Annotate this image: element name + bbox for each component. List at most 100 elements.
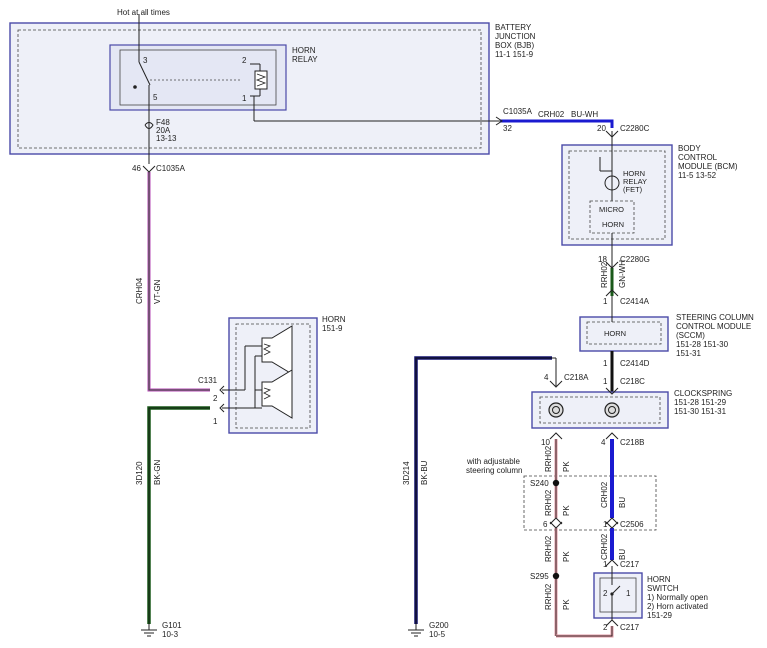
relay-pin-1: 1 — [242, 94, 247, 103]
c2506-right-name: C2506 — [620, 520, 644, 529]
horn-relay-label-1: HORN — [292, 46, 316, 55]
bcm-title-2: CONTROL — [678, 153, 718, 162]
wire-crh02-bu-b-circuit: CRH02 — [600, 533, 609, 560]
ground-g101-ref: 10-3 — [162, 630, 179, 639]
sccm-horn: HORN — [604, 329, 626, 338]
c1035a-right-circuit: CRH02 — [538, 110, 565, 119]
horn-switch-title-3: 1) Normally open — [647, 593, 708, 602]
bcm-title-3: MODULE (BCM) — [678, 162, 738, 171]
wire-rrh02-pk-a-circuit: RRH02 — [544, 445, 553, 472]
wire-rrh02-pk-c-circuit: RRH02 — [544, 535, 553, 562]
c218c-pin: 1 — [603, 377, 608, 386]
horn-relay-label-2: RELAY — [292, 55, 318, 64]
c218a-pin: 4 — [544, 373, 549, 382]
c2414d-name: C2414D — [620, 359, 650, 368]
adjustable-column-box — [523, 475, 657, 531]
bjb-title-4: 11-1 151-9 — [495, 50, 534, 59]
c131-pin1: 1 — [213, 417, 218, 426]
horn-switch-title-5: 151-29 — [647, 611, 672, 620]
wire-rrh02-pk-b-circuit: RRH02 — [544, 489, 553, 516]
relay-switch-contact — [133, 85, 137, 89]
c1035a-left-pin: 46 — [132, 164, 141, 173]
fuse-name: F48 — [156, 118, 170, 127]
c2280c-pin: 20 — [597, 124, 606, 133]
wire-3d120-color: BK-GN — [153, 459, 162, 485]
bjb-title-1: BATTERY — [495, 23, 532, 32]
horn-switch-pin1: 1 — [626, 589, 631, 598]
bjb-title-3: BOX (BJB) — [495, 41, 534, 50]
bjb-title-2: JUNCTION — [495, 32, 536, 41]
c2414d-pin: 1 — [603, 359, 608, 368]
c2280g-name: C2280G — [620, 255, 650, 264]
c131-name: C131 — [198, 376, 218, 385]
ground-g200-ref: 10-5 — [429, 630, 446, 639]
c2506-right-pin: 1 — [603, 520, 608, 529]
c2506-left-pin: 6 — [543, 520, 548, 529]
wire-crh04-vt-gn — [142, 165, 210, 392]
c131-pin2: 2 — [213, 394, 218, 403]
bcm-relay-2: RELAY — [623, 177, 647, 186]
bcm-title-1: BODY — [678, 144, 701, 153]
wire-crh04-color: VT-GN — [153, 279, 162, 304]
ground-g200-name: G200 — [429, 621, 449, 630]
c1035a-left-name: C1035A — [156, 164, 186, 173]
fet-symbol — [604, 175, 620, 191]
horn-switch-title-2: SWITCH — [647, 584, 679, 593]
horn-title-1: HORN — [322, 315, 346, 324]
relay-pin-3: 3 — [143, 56, 148, 65]
c218a-name: C218A — [564, 373, 589, 382]
c218b-right-name: C218B — [620, 438, 644, 447]
bcm-horn: HORN — [602, 220, 624, 229]
wire-rrh02-gnwh-circuit: RRH02 — [600, 261, 609, 288]
clockspring-title-2: 151-28 151-29 — [674, 398, 727, 407]
c2414a-pin: 1 — [603, 297, 608, 306]
c1035a-right-pin: 32 — [503, 124, 512, 133]
wire-crh04-circuit: CRH04 — [135, 277, 144, 304]
wire-3d214-bk-bu — [414, 356, 557, 624]
bcm-relay-1: HORN — [623, 169, 645, 178]
sccm-title-3: (SCCM) — [676, 331, 705, 340]
horn-switch-title-1: HORN — [647, 575, 671, 584]
splice-s295-dot — [552, 572, 560, 580]
c217-bottom-pin: 2 — [603, 623, 608, 632]
ground-g101-name: G101 — [162, 621, 182, 630]
fuse-ref: 13-13 — [156, 134, 177, 143]
clockspring — [531, 380, 669, 440]
c217-bottom-name: C217 — [620, 623, 640, 632]
adjustable-label-1: with adjustable — [466, 457, 520, 466]
wire-rrh02-gn-wh — [605, 261, 619, 297]
c218b-right-pin: 4 — [601, 438, 606, 447]
c217-top-name: C217 — [620, 560, 640, 569]
horn-component — [219, 317, 318, 434]
clockspring-title-3: 151-30 151-31 — [674, 407, 727, 416]
wire-3d120-bk-gn — [147, 406, 210, 624]
c2280g-pin: 18 — [598, 255, 607, 264]
ground-g101-symbol — [141, 624, 157, 637]
wire-crh02-bu-a-circuit: CRH02 — [600, 481, 609, 508]
splice-s240-dot — [552, 479, 560, 487]
wire-rrh02-pk-d-circuit: RRH02 — [544, 583, 553, 610]
horn-switch-title-4: 2) Horn activated — [647, 602, 708, 611]
wire-3d214-color: BK-BU — [420, 460, 429, 485]
horn-switch — [593, 566, 643, 627]
sccm-title-5: 151-31 — [676, 349, 701, 358]
wire-crh02-bu-wh — [495, 116, 614, 128]
splice-s240: S240 — [530, 479, 549, 488]
relay-pin-5: 5 — [153, 93, 158, 102]
wire-rrh02-gnwh-color: GN-WH — [618, 260, 627, 288]
ground-g200-symbol — [408, 624, 424, 637]
battery-junction-box — [9, 14, 500, 164]
wire-rrh02-pk — [549, 439, 614, 638]
fuse-f48 — [144, 122, 154, 129]
wire-rrh02-pk-a-color: PK — [562, 461, 571, 472]
bcm-relay-3: (FET) — [623, 185, 643, 194]
body-control-module — [561, 130, 673, 268]
c1035a-right-name: C1035A — [503, 107, 533, 116]
wire-3d214-circuit: 3D214 — [402, 461, 411, 485]
wire-crh02-bu — [605, 439, 619, 567]
wire-rrh02-pk-b-color: PK — [562, 505, 571, 516]
fuse-rating: 20A — [156, 126, 171, 135]
sccm-title-4: 151-28 151-30 — [676, 340, 729, 349]
sccm-title-1: STEERING COLUMN — [676, 313, 754, 322]
